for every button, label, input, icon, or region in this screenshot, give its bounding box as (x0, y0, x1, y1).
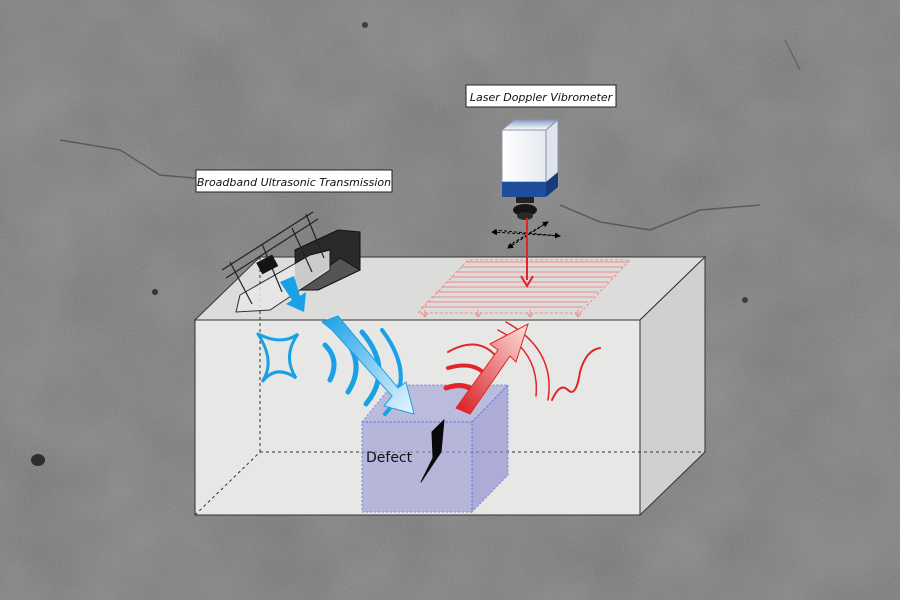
transmission-label: Broadband Ultrasonic Transmission (197, 176, 391, 189)
crack-icon (420, 419, 445, 483)
transducer-wedge-icon (221, 211, 362, 313)
defect-region: Defect (360, 383, 510, 514)
defect-label: Defect (366, 450, 413, 466)
laser-vibrometer-icon (491, 118, 561, 288)
vibrometer-label: Laser Doppler Vibrometer (470, 91, 614, 104)
distortion-wave-icon (256, 332, 300, 383)
reflected-wave-arrow (455, 322, 529, 415)
incident-wave-arrow (321, 315, 415, 415)
laser-scan-grid (416, 259, 632, 318)
vibrometer-label-box: Laser Doppler Vibrometer (465, 84, 617, 108)
transmission-label-box: Broadband Ultrasonic Transmission (195, 169, 393, 193)
concrete-block (193, 255, 707, 517)
surface-wave-icon (551, 347, 601, 401)
